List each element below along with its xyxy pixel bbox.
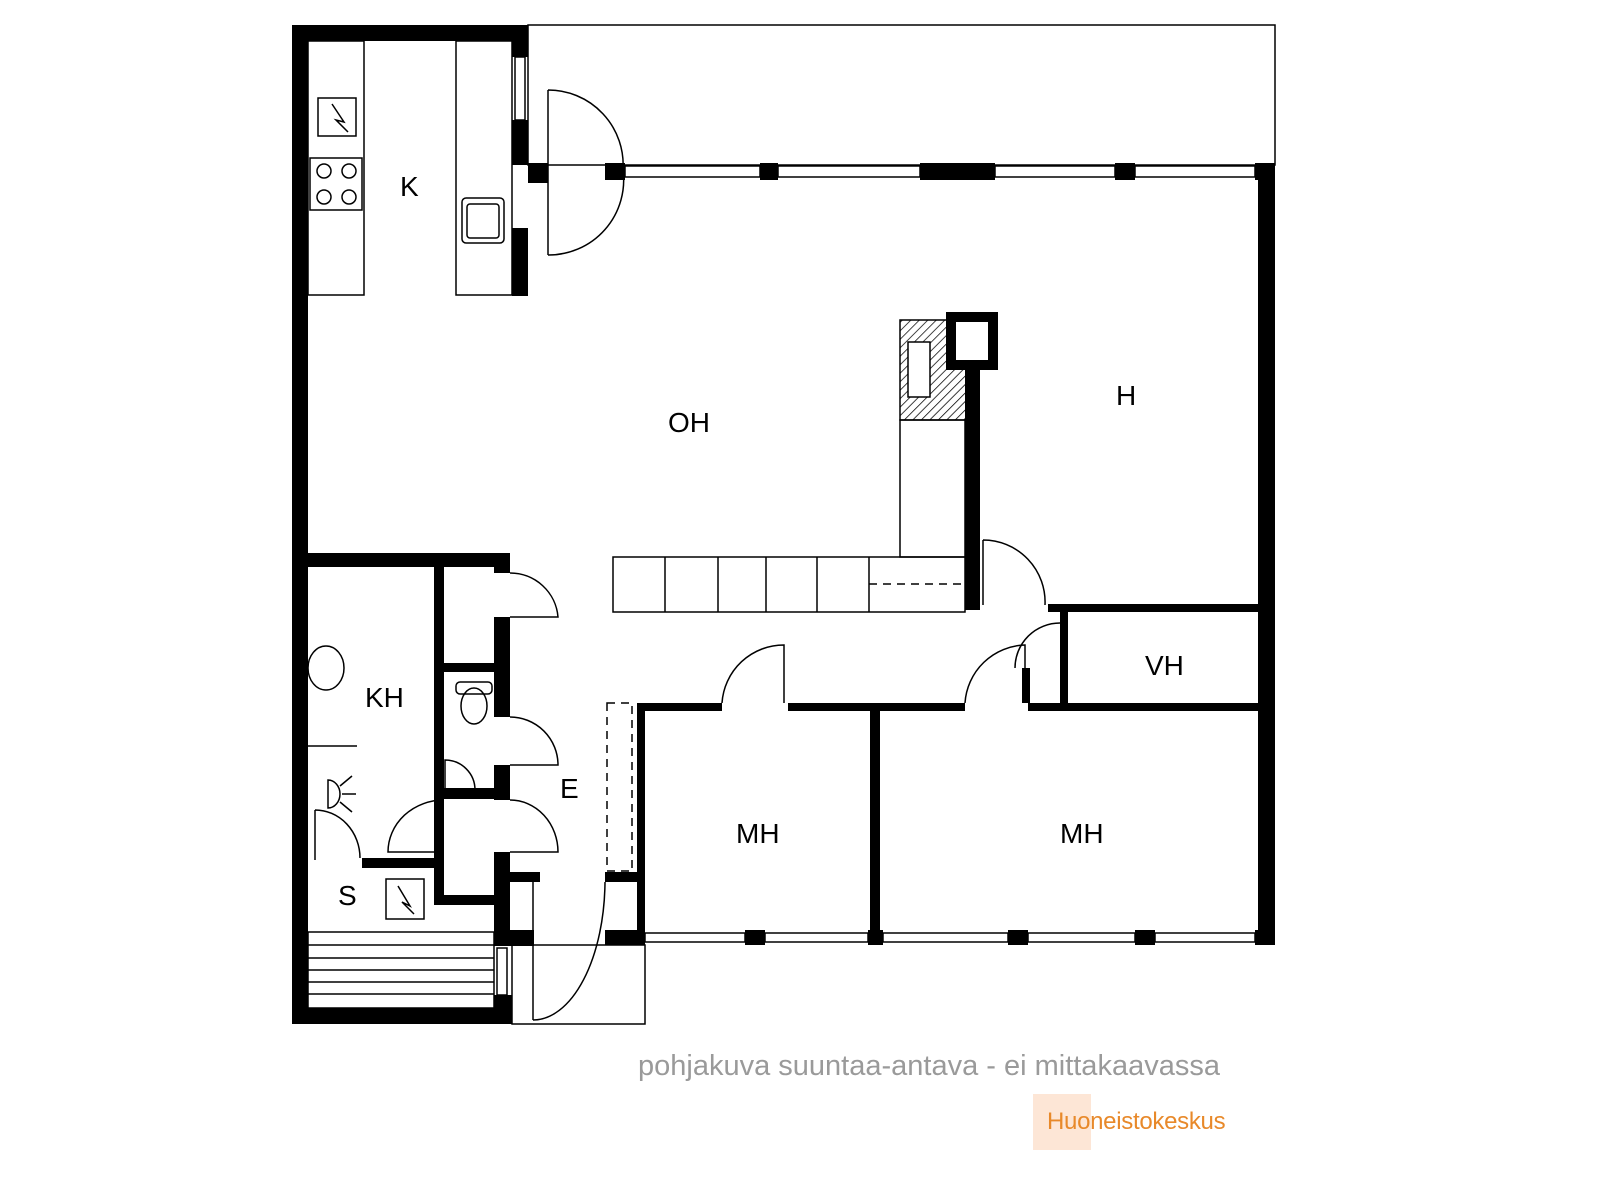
room-label-oh: OH <box>668 407 710 438</box>
room-label-vh: VH <box>1145 650 1184 681</box>
fireplace <box>899 312 998 558</box>
wardrobe-outline <box>606 702 633 872</box>
cabinet-row <box>612 556 966 613</box>
room-label-mh-1: MH <box>736 818 780 849</box>
interior-walls <box>292 370 1258 945</box>
disclaimer-caption: pohjakuva suuntaa-antava - ei mittakaava… <box>638 1050 1220 1082</box>
room-label-mh-2: MH <box>1060 818 1104 849</box>
washbasin-icon <box>307 645 345 691</box>
corner-sink-icon <box>444 759 476 791</box>
appliance-icon <box>317 97 357 137</box>
sink-icon <box>461 197 505 244</box>
sauna-benches <box>307 931 495 1009</box>
balcony-outline <box>527 24 1276 166</box>
entry-landing <box>511 944 646 1025</box>
shower-icon <box>327 779 341 809</box>
room-label-k: K <box>400 171 419 202</box>
exterior-walls <box>292 25 1275 1024</box>
room-label-e: E <box>560 773 579 804</box>
kitchen-counters <box>307 40 513 296</box>
bathroom-fixtures <box>307 645 493 920</box>
windows <box>496 56 1256 996</box>
room-label-h: H <box>1116 380 1136 411</box>
stove-icon <box>309 157 363 211</box>
sauna-stove-icon <box>385 878 425 920</box>
brand-logo: Huoneistokeskus <box>1047 1108 1226 1135</box>
toilet-icon <box>460 687 488 725</box>
logo-background <box>1033 1094 1091 1150</box>
doors <box>314 89 1061 1021</box>
room-label-kh: KH <box>365 682 404 713</box>
room-label-s: S <box>338 880 357 911</box>
